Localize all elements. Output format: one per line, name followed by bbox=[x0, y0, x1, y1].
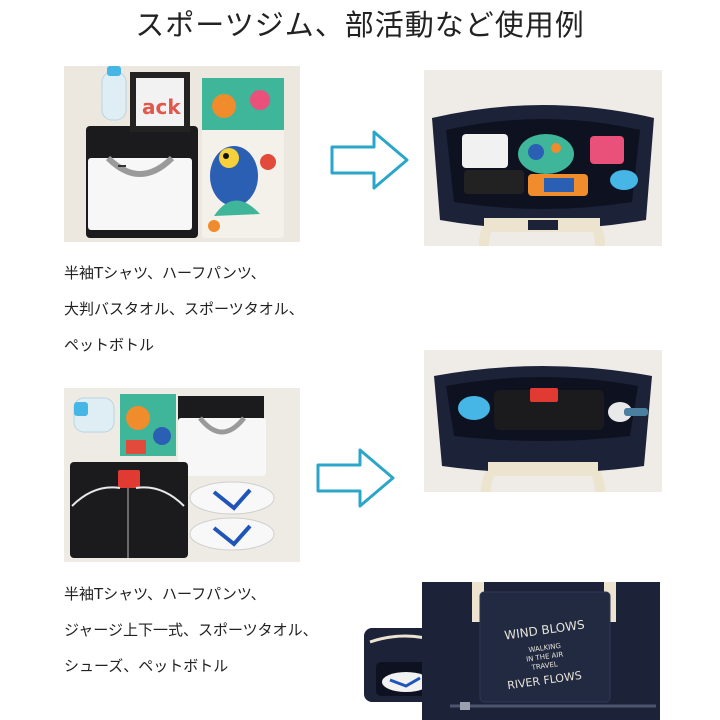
bag-front-photo: WIND BLOWS WALKING IN THE AIR TRAVEL RIV… bbox=[360, 582, 660, 720]
items-photo-2 bbox=[64, 388, 300, 562]
arrow-right-icon bbox=[316, 448, 396, 512]
caption-line: 半袖Tシャツ、ハーフパンツ、 bbox=[64, 585, 266, 603]
arrow-right-icon bbox=[330, 130, 410, 194]
caption-line: ペットボトル bbox=[64, 336, 155, 354]
page-title: スポーツジム、部活動など使用例 bbox=[135, 8, 585, 42]
items-caption-1: 半袖Tシャツ、ハーフパンツ、 大判バスタオル、スポーツタオル、 ペットボトル bbox=[64, 260, 304, 358]
caption-line: シューズ、ペットボトル bbox=[64, 657, 229, 675]
items-caption-2: 半袖Tシャツ、ハーフパンツ、 ジャージ上下一式、スポーツタオル、 シューズ、ペッ… bbox=[64, 581, 318, 679]
items-photo-1: ack bbox=[64, 66, 300, 242]
bag-print-line: TRAVEL bbox=[530, 660, 558, 672]
caption-line: ジャージ上下一式、スポーツタオル、 bbox=[64, 621, 318, 639]
caption-line: 半袖Tシャツ、ハーフパンツ、 bbox=[64, 264, 266, 282]
towel-print-text: ack bbox=[142, 95, 181, 119]
packed-bag-photo-2 bbox=[424, 350, 662, 492]
caption-line: 大判バスタオル、スポーツタオル、 bbox=[64, 300, 304, 318]
packed-bag-photo-1 bbox=[424, 70, 662, 246]
